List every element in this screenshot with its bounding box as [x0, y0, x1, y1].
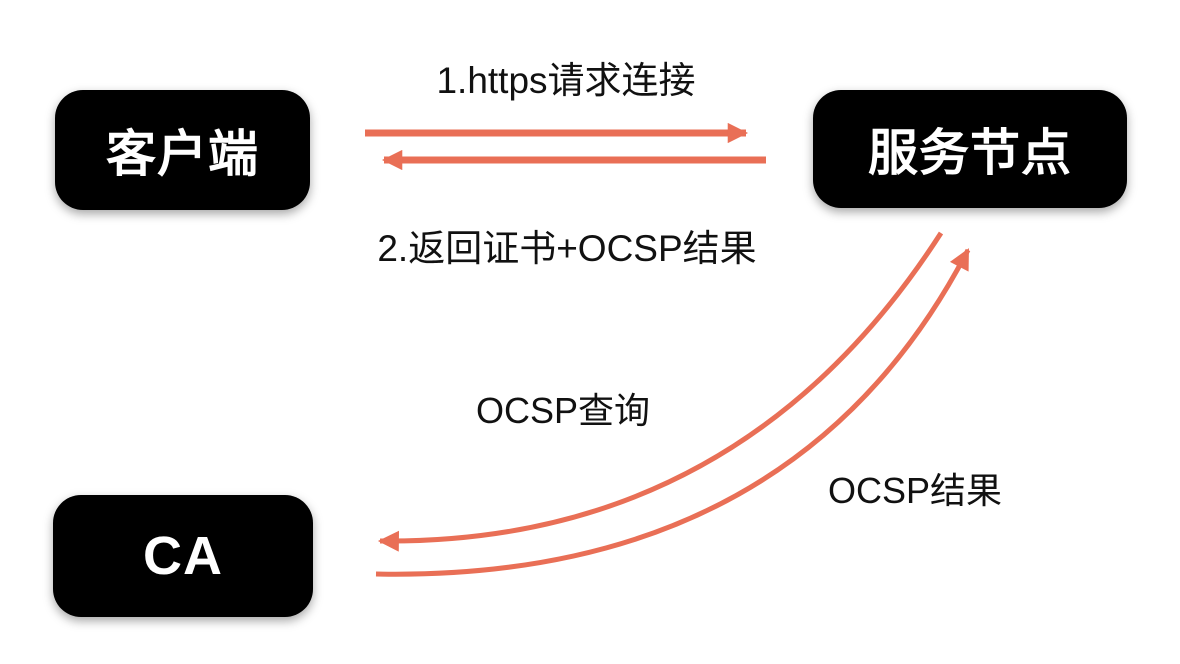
ocsp-query-label: OCSP查询	[475, 390, 651, 431]
return-cert-label: 2.返回证书+OCSP结果	[377, 228, 757, 269]
server-node-label: 服务节点	[868, 125, 1072, 181]
ca-node-label: CA	[143, 526, 223, 586]
https-request-label: 1.https请求连接	[436, 60, 696, 101]
server-node: 服务节点	[813, 90, 1127, 208]
client-node-label: 客户端	[106, 126, 259, 182]
ocsp-result-label: OCSP结果	[827, 470, 1003, 511]
ca-node: CA	[53, 495, 313, 617]
ocsp-result-arrow	[375, 248, 971, 577]
client-node: 客户端	[55, 90, 310, 210]
